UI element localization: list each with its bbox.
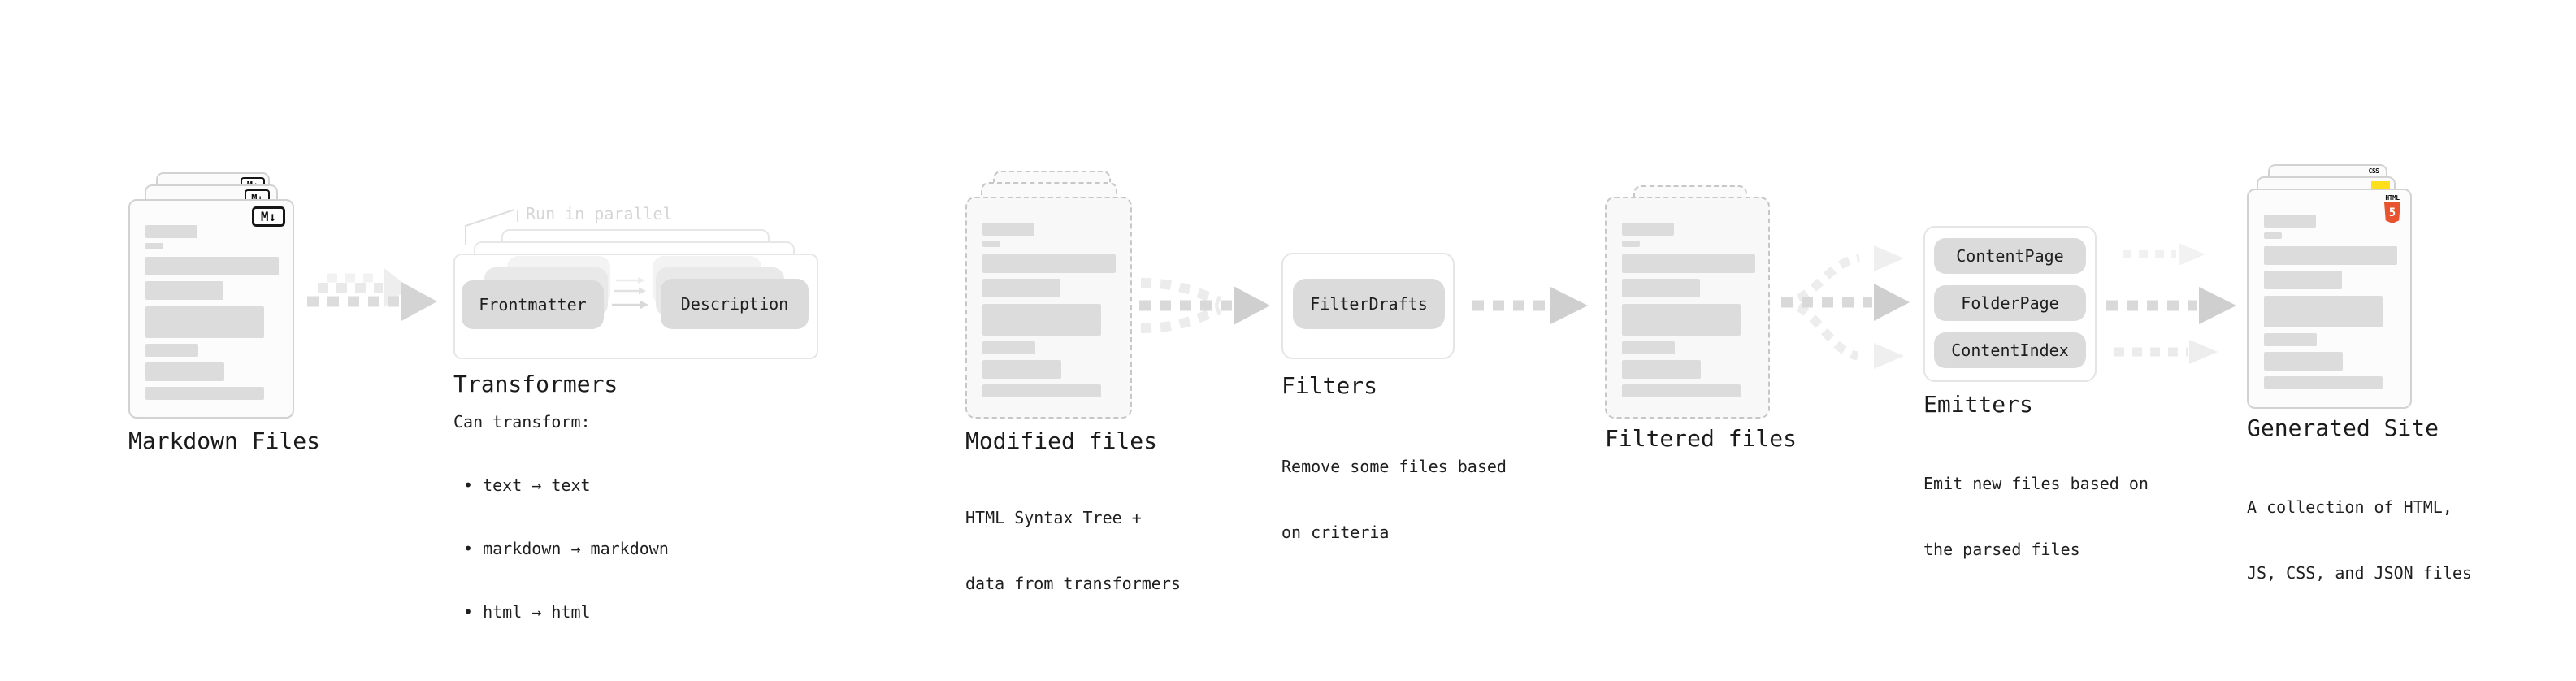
content-bar — [982, 241, 1000, 247]
callout-line-icon — [459, 203, 524, 252]
html5-shield: 5 — [2384, 202, 2400, 223]
content-bar — [2264, 271, 2342, 289]
transform-arrows-icon — [608, 273, 658, 312]
flow-arrow-light-icon — [2118, 240, 2211, 272]
content-bar — [982, 223, 1034, 236]
generated-site-description: A collection of HTML, JS, CSS, and JSON … — [2247, 453, 2472, 628]
content-bar — [1622, 341, 1675, 354]
markdown-file-card-front: M↓ — [128, 199, 294, 419]
content-bar — [982, 279, 1060, 297]
filtered-file-card-front — [1605, 197, 1770, 419]
content-bar — [1622, 384, 1741, 397]
content-bar — [982, 360, 1061, 379]
description-line: data from transformers — [965, 574, 1181, 593]
content-bar — [982, 341, 1035, 354]
description-line: Remove some files based — [1281, 457, 1507, 476]
stage-title-generated-site: Generated Site — [2247, 414, 2439, 441]
frontmatter-pill: Frontmatter — [462, 280, 604, 329]
description-line: A collection of HTML, — [2247, 497, 2452, 517]
run-in-parallel-note: Run in parallel — [526, 204, 673, 223]
stage-title-markdown-files: Markdown Files — [128, 427, 321, 454]
description-pill: Description — [661, 279, 809, 329]
description-line: the parsed files — [1923, 540, 2080, 559]
content-bar — [145, 362, 224, 381]
branch-arrow-icon — [1778, 239, 1915, 372]
flow-arrow-icon — [305, 262, 443, 327]
content-bar — [2264, 246, 2397, 265]
content-bar — [145, 243, 163, 249]
content-bar — [1622, 254, 1755, 273]
content-bar — [1622, 360, 1701, 379]
stage-title-transformers: Transformers — [453, 371, 618, 397]
css-label: CSS — [2368, 167, 2379, 175]
transformers-bullet-list: • text → text • markdown → markdown • ht… — [463, 432, 669, 665]
content-bar — [2264, 215, 2316, 228]
markdown-icon: M↓ — [252, 206, 285, 227]
flow-arrow-icon — [1469, 282, 1591, 329]
contentindex-pill: ContentIndex — [1934, 332, 2086, 368]
html5-number: 5 — [2388, 206, 2396, 219]
content-bar — [2264, 333, 2317, 346]
content-bar — [145, 257, 279, 275]
content-bar — [1622, 241, 1640, 247]
content-bar — [1622, 279, 1700, 297]
folderpage-pill: FolderPage — [1934, 285, 2086, 321]
content-bar — [2264, 232, 2282, 239]
site-file-card-html: HTML 5 — [2247, 189, 2412, 409]
content-bar — [982, 304, 1101, 336]
stage-title-emitters: Emitters — [1923, 391, 2033, 418]
content-bar — [145, 306, 264, 338]
modified-files-description: HTML Syntax Tree + data from transformer… — [965, 463, 1181, 639]
modified-file-card-front — [965, 197, 1132, 419]
content-bar — [145, 344, 198, 357]
bullet-item: • text → text — [463, 475, 591, 495]
content-bar — [1622, 223, 1674, 236]
content-bar — [145, 225, 197, 238]
transformers-description-heading: Can transform: — [453, 412, 591, 432]
description-line: on criteria — [1281, 523, 1390, 542]
description-line: JS, CSS, and JSON files — [2247, 563, 2472, 583]
html5-icon: HTML 5 — [2382, 194, 2403, 223]
content-bar — [2264, 352, 2343, 371]
merge-arrow-icon — [1136, 268, 1274, 343]
filters-description: Remove some files based on criteria — [1281, 412, 1507, 588]
content-bar — [982, 254, 1116, 273]
content-bar — [2264, 296, 2383, 327]
content-bar — [145, 281, 223, 300]
filterdrafts-pill: FilterDrafts — [1293, 279, 1445, 329]
flow-arrow-light-icon — [2110, 336, 2222, 371]
stage-title-filters: Filters — [1281, 372, 1378, 399]
flow-arrow-icon — [2103, 284, 2240, 329]
bullet-item: • html → html — [463, 602, 591, 622]
description-line: Emit new files based on — [1923, 474, 2149, 493]
content-bar — [2264, 376, 2383, 389]
content-bar — [145, 387, 264, 400]
content-bar — [982, 384, 1101, 397]
stage-title-modified-files: Modified files — [965, 427, 1158, 454]
html5-label: HTML — [2385, 194, 2400, 202]
content-bar — [1622, 304, 1741, 336]
description-line: HTML Syntax Tree + — [965, 508, 1142, 527]
emitters-description: Emit new files based on the parsed files — [1923, 429, 2149, 605]
bullet-item: • markdown → markdown — [463, 539, 669, 558]
contentpage-pill: ContentPage — [1934, 238, 2086, 274]
stage-title-filtered-files: Filtered files — [1605, 425, 1798, 452]
